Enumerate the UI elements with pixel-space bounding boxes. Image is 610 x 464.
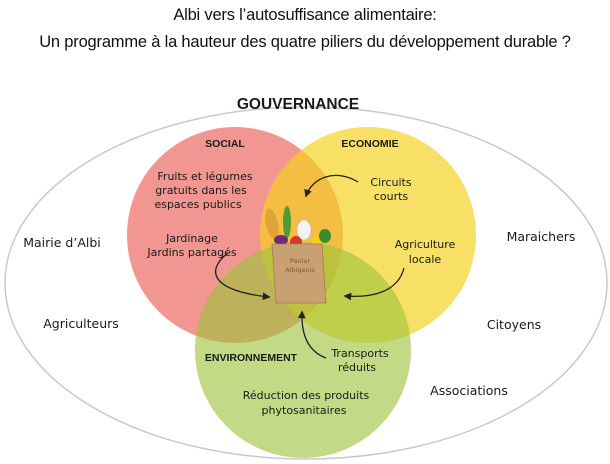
actor-maraichers: Maraichers xyxy=(507,229,576,244)
governance-label: GOUVERNANCE xyxy=(237,96,359,113)
social-text-5: Jardins partagés xyxy=(146,246,237,259)
milk-shape xyxy=(296,219,312,241)
title-line-2: Un programme à la hauteur des quatre pil… xyxy=(39,33,571,51)
environnement-text-2: réduits xyxy=(338,361,376,374)
social-text-4: Jardinage xyxy=(165,232,218,245)
social-text-1: Fruits et légumes xyxy=(157,170,252,183)
actor-citoyens: Citoyens xyxy=(487,317,541,332)
leek-shape xyxy=(283,206,291,238)
arrow-agriculture-locale xyxy=(343,267,405,301)
basket-label-1: Panier xyxy=(290,257,311,265)
environnement-text-1: Transports xyxy=(330,347,389,360)
environnement-text-3: Réduction des produits xyxy=(243,389,370,402)
arrow-jardinage xyxy=(214,252,271,301)
social-text-2: gratuits dans les xyxy=(155,184,247,197)
actor-associations: Associations xyxy=(430,383,508,398)
social-label: SOCIAL xyxy=(205,138,245,150)
economie-text-1: Circuits xyxy=(370,176,411,189)
paper-bag xyxy=(271,243,327,304)
economie-label: ECONOMIE xyxy=(341,138,398,150)
basket-label-2: Albigeois xyxy=(285,266,315,274)
economie-text-4: locale xyxy=(409,253,442,266)
actor-mairie: Mairie d’Albi xyxy=(23,235,101,250)
economie-text-2: courts xyxy=(374,190,409,203)
actor-agriculteurs: Agriculteurs xyxy=(43,316,119,331)
cabbage-shape xyxy=(319,229,331,243)
arrow-circuits-courts xyxy=(304,174,359,198)
environnement-label: ENVIRONNEMENT xyxy=(205,352,298,364)
arrow-transports xyxy=(297,310,327,359)
title-line-1: Albi vers l’autosuffisance alimentaire: xyxy=(173,6,437,24)
eggplant-shape xyxy=(274,235,288,245)
governance-ellipse xyxy=(4,106,608,460)
basket-illustration: Panier Albigeois xyxy=(265,206,331,304)
social-text-3: espaces publics xyxy=(154,198,241,211)
environnement-text-4: phytosanitaires xyxy=(262,404,347,417)
bread-shape xyxy=(265,208,279,240)
economie-text-3: Agriculture xyxy=(395,238,456,251)
